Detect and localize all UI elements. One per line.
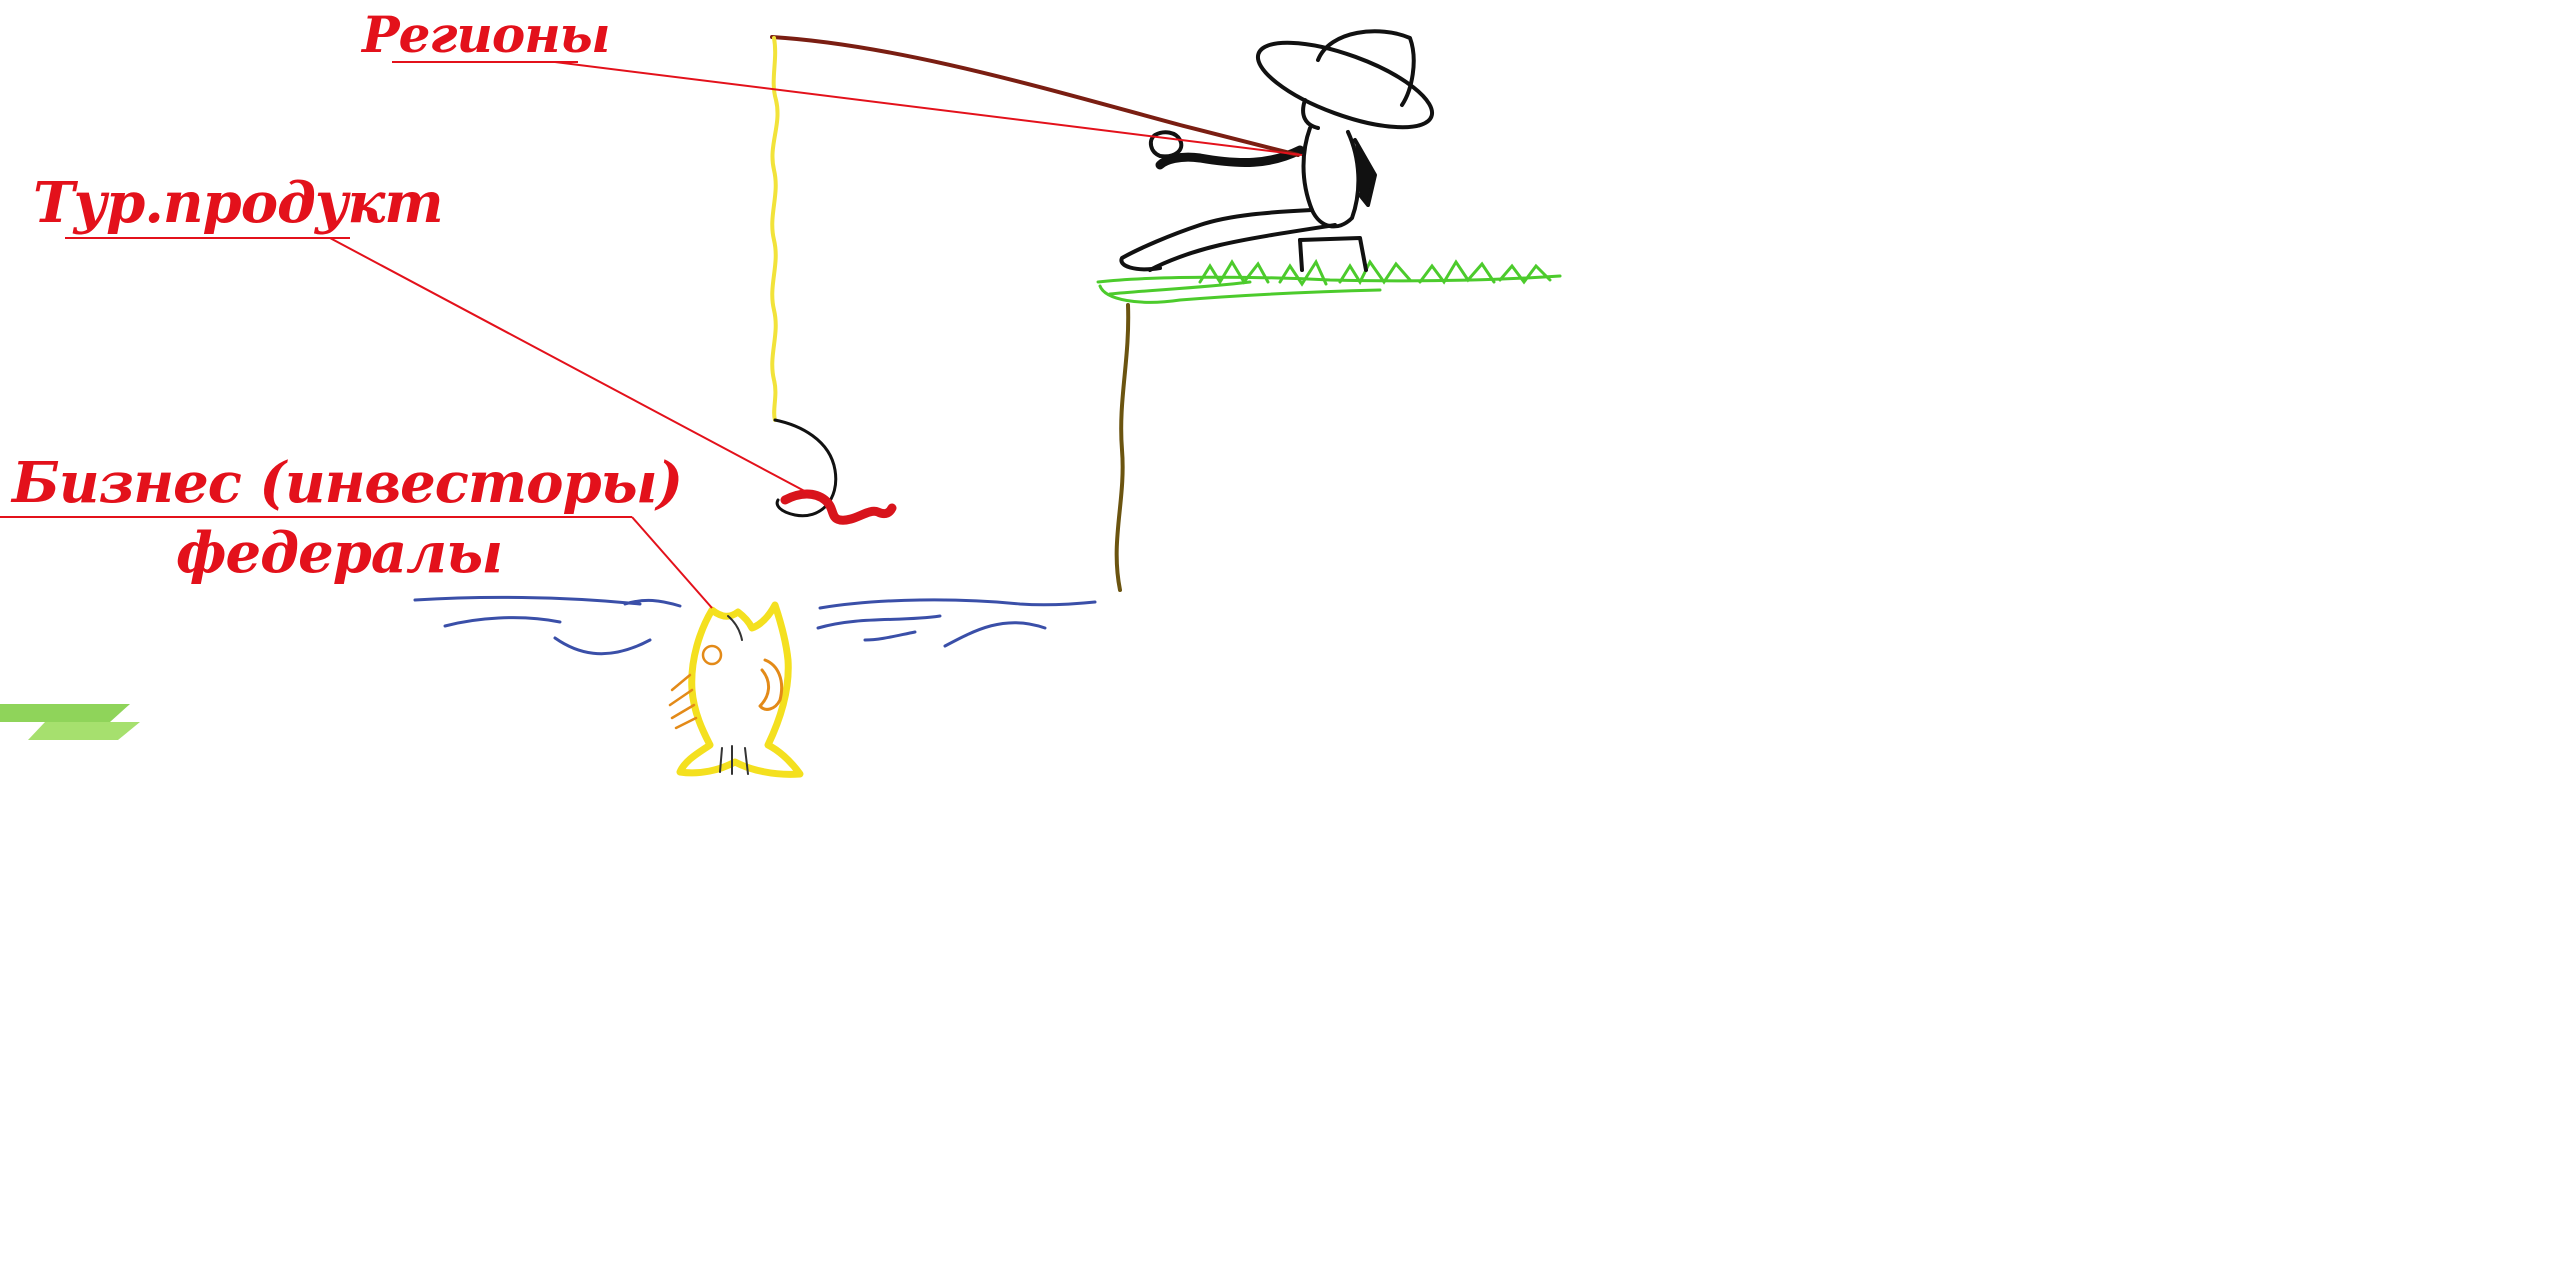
fishing-line <box>770 36 780 422</box>
label-regions: Регионы <box>362 5 611 64</box>
fishing-rod <box>770 35 1300 157</box>
fishing-diagram <box>0 29 1562 778</box>
label-business-investors: Бизнес (инвесторы) <box>12 450 683 516</box>
corner-arrow-decoration <box>0 704 140 740</box>
water-waves <box>413 595 1097 656</box>
label-federals: федералы <box>176 520 503 586</box>
grass-bank <box>1096 258 1562 304</box>
cliff-edge <box>1114 303 1131 592</box>
worm-bait <box>780 489 897 525</box>
fish-figure <box>668 601 804 778</box>
pointer-lines <box>0 61 1303 609</box>
label-tour-product: Тур.продукт <box>33 170 444 236</box>
fisherman-figure <box>1119 29 1435 272</box>
